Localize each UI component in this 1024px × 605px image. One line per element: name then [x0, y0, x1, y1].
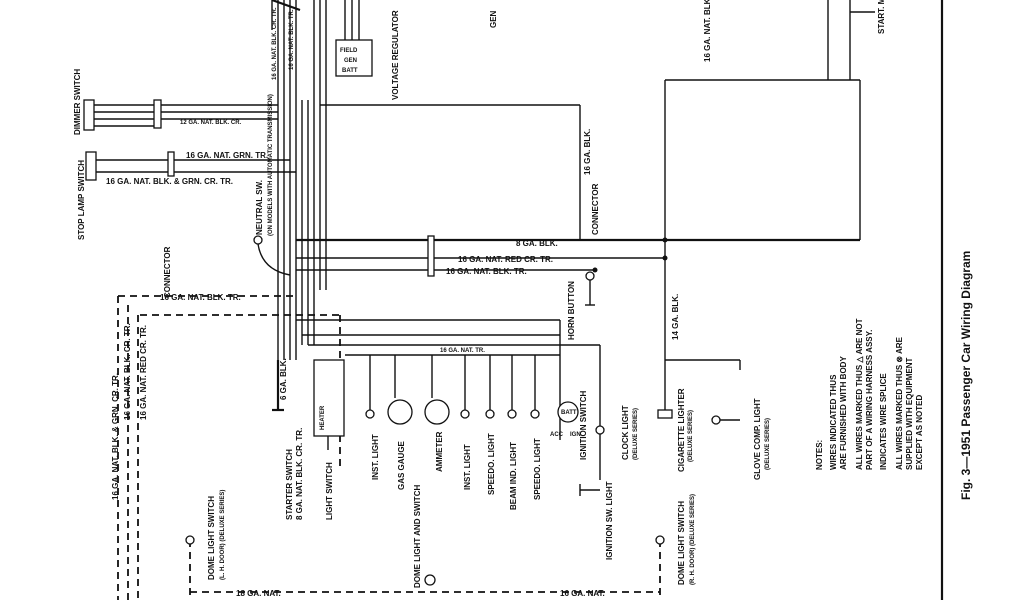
ignition-switch-label: IGNITION SWITCH: [579, 390, 588, 460]
beam-ind-light-label: BEAM IND. LIGHT: [509, 442, 518, 510]
body-wiring: CONNECTOR 16 GA. NAT. BLK. TR. 16 GA. NA…: [111, 246, 661, 600]
connector-left-label: CONNECTOR: [163, 246, 172, 298]
ignition-switch: BATT ACC IGN IGNITION SWITCH IGNITION SW…: [550, 390, 614, 560]
wire-label-16-nat-blk-grn-cr-tr: 16 GA. NAT. BLK. & GRN. CR. TR.: [106, 177, 233, 186]
dome-light-switch-rh-label: DOME LIGHT SWITCH: [677, 501, 686, 585]
start-m-label: START. M: [877, 0, 886, 34]
cigarette-lighter-label: CIGARETTE LIGHTER: [677, 388, 686, 472]
wire-label-8-nat-blk-cr-tr: 8 GA. NAT. BLK. CR. TR.: [295, 428, 304, 520]
dome-light-switch-lh-note: (L. H. DOOR) (DELUXE SERIES): [220, 490, 226, 580]
wire-label-16-nat-grn-tr: 16 GA. NAT. GRN. TR.: [186, 151, 268, 160]
wire-label-16-blk-cr-tr: 16 GA. NAT. BLK. CR. TR.: [272, 7, 278, 80]
dome-light-and-switch-label: DOME LIGHT AND SWITCH: [413, 485, 422, 588]
voltage-regulator: FIELD GEN BATT VOLTAGE REGULATOR: [335, 10, 400, 100]
ignition-acc-label: ACC: [550, 432, 564, 438]
light-switch: HEATER LIGHT SWITCH: [313, 359, 345, 520]
figure-caption: Fig. 3—1951 Passenger Car Wiring Diagram: [959, 251, 973, 500]
speedo-light-1: SPEEDO. LIGHT: [485, 355, 496, 495]
ammeter-label: AMMETER: [435, 431, 444, 472]
connector-mid-label: CONNECTOR: [591, 183, 600, 235]
gen-label: GEN: [489, 10, 498, 28]
wire-label-16-nat-blk-tr-c: 16 GA. NAT. BLK. TR.: [160, 293, 241, 302]
wire-label-16-nat-red-cr-tr-b: 16 GA. NAT. RED CR. TR.: [139, 325, 148, 420]
clock-light-label: CLOCK LIGHT: [621, 405, 630, 460]
neutral-switch: NEUTRAL SW. (ON MODELS WITH AUTOMATIC TR…: [253, 94, 291, 276]
dome-light-and-switch: DOME LIGHT AND SWITCH: [413, 485, 436, 588]
gas-gauge-label: GAS GAUGE: [397, 440, 406, 490]
glove-comp-light: GLOVE COMP. LIGHT (DELUXE SERIES): [711, 398, 771, 480]
cigarette-lighter: CIGARETTE LIGHTER (DELUXE SERIES): [657, 360, 694, 472]
wire-label-16-nat: 16 GA. NAT.: [560, 589, 605, 598]
starter-switch: 6 GA. BLK. STARTER SWITCH 8 GA. NAT. BLK…: [272, 358, 304, 520]
note-1b: ARE FURNISHED WITH BODY: [839, 356, 848, 470]
instrument-feeds: 16 GA. NAT. TR. 14 GA. BLK.: [296, 294, 741, 480]
clock-light: CLOCK LIGHT (DELUXE SERIES): [595, 405, 639, 460]
wire-label-18-nat: 18 GA. NAT.: [236, 589, 281, 598]
cigarette-lighter-note: (DELUXE SERIES): [688, 410, 694, 462]
right-feeds: 8 GA. BLK. 16 GA. NAT. RED CR. TR. 16 GA…: [296, 0, 886, 360]
ignition-sw-light-label: IGNITION SW. LIGHT: [605, 481, 614, 560]
note-4b: SUPPLIED WITH EQUIPMENT: [905, 357, 914, 470]
heater-label: HEATER: [320, 405, 326, 430]
neutral-sw-label: NEUTRAL SW.: [255, 180, 264, 235]
note-1a: WIRES INDICATED THUS: [829, 374, 838, 470]
notes-block: NOTES: WIRES INDICATED THUS ARE FURNISHE…: [815, 318, 924, 470]
wire-label-16-nat-tr: 16 GA. NAT. TR.: [440, 348, 485, 354]
stop-lamp-switch-label: STOP LAMP SWITCH: [77, 160, 86, 240]
ammeter: AMMETER: [424, 355, 450, 472]
note-4c: EXCEPT AS NOTED: [915, 395, 924, 470]
horn-button: HORN BUTTON: [567, 271, 595, 340]
stop-lamp-switch: STOP LAMP SWITCH 16 GA. NAT. GRN. TR. 16…: [77, 151, 296, 240]
wire-label-16-blk: 16 GA. BLK.: [583, 129, 592, 175]
starter-switch-label: STARTER SWITCH: [285, 449, 294, 520]
inst-light-2-label: INST. LIGHT: [463, 444, 472, 490]
inst-light-1-label: INST. LIGHT: [371, 434, 380, 480]
clock-light-note: (DELUXE SERIES): [633, 408, 639, 460]
inst-light-1: INST. LIGHT: [365, 355, 380, 480]
ignition-batt-label: BATT: [561, 410, 577, 416]
wire-label-16-nat-blk-cr-tr: 16 GA. NAT. BLK. CR. TR.: [123, 323, 132, 420]
wire-label-16-nat-blk-tr: 16 GA. NAT. BLK. TR.: [446, 267, 527, 276]
reg-field-label: FIELD: [340, 48, 358, 54]
beam-ind-light: BEAM IND. LIGHT: [507, 355, 518, 510]
wire-label-6-blk: 6 GA. BLK.: [279, 358, 288, 400]
wire-label-16-nat-blk-tr-b: 16 GA. NAT. BLK. TR.: [703, 0, 712, 62]
note-2b: PART OF A WIRING HARNESS ASSY.: [865, 330, 874, 470]
dome-light-switch-lh: DOME LIGHT SWITCH (L. H. DOOR) (DELUXE S…: [185, 490, 226, 580]
wire-label-8-blk: 8 GA. BLK.: [516, 239, 558, 248]
dome-light-switch-rh: DOME LIGHT SWITCH (R. H. DOOR) (DELUXE S…: [655, 494, 696, 585]
horn-button-label: HORN BUTTON: [567, 281, 576, 340]
glove-comp-light-note: (DELUXE SERIES): [765, 418, 771, 470]
speedo-light-2-label: SPEEDO. LIGHT: [533, 438, 542, 500]
voltage-regulator-label: VOLTAGE REGULATOR: [391, 10, 400, 100]
gas-gauge: GAS GAUGE: [387, 355, 413, 490]
speedo-light-1-label: SPEEDO. LIGHT: [487, 433, 496, 495]
note-3: INDICATES WIRE SPLICE: [879, 373, 888, 470]
dome-light-switch-lh-label: DOME LIGHT SWITCH: [207, 496, 216, 580]
ignition-ign-label: IGN: [570, 432, 581, 438]
wire-label-16-nat-blk-tr-top: 16 GA. NAT. BLK. TR.: [289, 9, 295, 70]
wire-label-14-blk: 14 GA. BLK.: [671, 294, 680, 340]
speedo-light-2: SPEEDO. LIGHT: [530, 355, 542, 500]
glove-comp-light-label: GLOVE COMP. LIGHT: [753, 398, 762, 480]
wire-label-16-nat-blk-grn-cr-tr-b: 16 GA. NAT. BLK. & GRN. CR. TR.: [111, 373, 120, 500]
dimmer-switch: DIMMER SWITCH 12 GA. NAT. BLK. CR.: [73, 69, 278, 135]
dimmer-switch-label: DIMMER SWITCH: [73, 69, 82, 135]
neutral-sw-note: (ON MODELS WITH AUTOMATIC TRANSMISSION): [268, 94, 274, 236]
note-4a: ALL WIRES MARKED THUS ⊗ ARE: [895, 336, 904, 470]
note-2a: ALL WIRES MARKED THUS △ ARE NOT: [855, 318, 864, 470]
wire-label-12-nat-blk-cr: 12 GA. NAT. BLK. CR.: [180, 120, 242, 126]
wire-label-16-nat-red-cr-tr: 16 GA. NAT. RED CR. TR.: [458, 255, 553, 264]
reg-batt-label: BATT: [342, 68, 358, 74]
inst-light-2: INST. LIGHT: [460, 355, 472, 490]
light-switch-label: LIGHT SWITCH: [325, 462, 334, 520]
reg-gen-label: GEN: [344, 58, 357, 64]
dome-light-switch-rh-note: (R. H. DOOR) (DELUXE SERIES): [690, 494, 696, 585]
notes-title: NOTES:: [815, 440, 824, 470]
